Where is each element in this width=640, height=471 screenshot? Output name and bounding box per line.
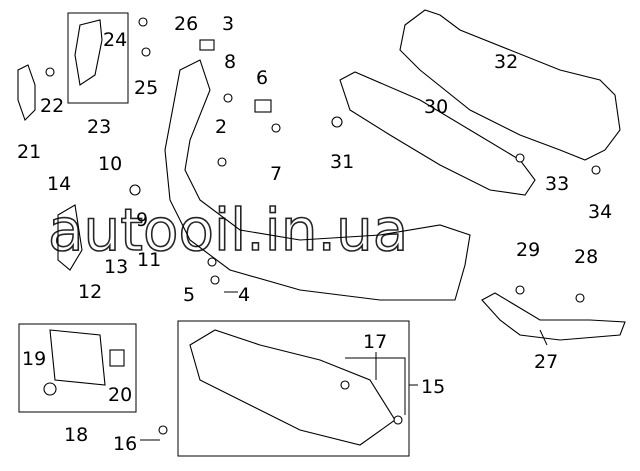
reinforcement-bar (399, 9, 621, 161)
callout-13: 13 (104, 256, 128, 278)
callout-8: 8 (224, 51, 236, 73)
callout-33: 33 (545, 173, 569, 195)
watermark: autooil.in.ua (48, 196, 408, 264)
callout-20: 20 (108, 384, 132, 406)
bumper-cover (164, 59, 471, 301)
bracket-27 (481, 292, 626, 341)
callout-31: 31 (330, 151, 354, 173)
callout-18: 18 (64, 424, 88, 446)
callout-16: 16 (113, 433, 137, 455)
callout-17: 17 (363, 331, 387, 353)
callout-29: 29 (516, 239, 540, 261)
callout-22: 22 (40, 95, 64, 117)
energy-absorber (339, 71, 536, 196)
leader-lines (140, 291, 548, 441)
callout-3: 3 (222, 13, 234, 35)
callout-26: 26 (174, 13, 198, 35)
callout-4: 4 (238, 284, 250, 306)
bracket-12 (57, 204, 83, 271)
callout-15: 15 (421, 376, 445, 398)
bracket-group-box (67, 12, 129, 104)
bracket-group-box-18 (18, 323, 137, 413)
callout-10: 10 (98, 153, 122, 175)
bracket-18 (49, 329, 106, 386)
callout-7: 7 (270, 163, 282, 185)
callout-30: 30 (424, 96, 448, 118)
callout-6: 6 (256, 67, 268, 89)
callout-21: 21 (17, 141, 41, 163)
callout-32: 32 (494, 51, 518, 73)
callout-5: 5 (183, 284, 195, 306)
callout-34: 34 (588, 201, 612, 223)
callout-12: 12 (78, 281, 102, 303)
callout-2: 2 (215, 116, 227, 138)
callout-27: 27 (534, 351, 558, 373)
bracket-23 (74, 19, 103, 86)
callout-9: 9 (136, 209, 148, 231)
fasteners (43, 17, 601, 435)
bracket-21 (17, 64, 36, 122)
undercover-group-box (177, 320, 410, 457)
callout-11: 11 (137, 249, 161, 271)
callout-24: 24 (103, 29, 127, 51)
callout-labels: 26 3 24 8 6 22 25 23 21 2 7 31 30 32 33 … (17, 13, 612, 455)
callout-19: 19 (22, 348, 46, 370)
callout-14: 14 (47, 173, 71, 195)
callout-23: 23 (87, 116, 111, 138)
callout-25: 25 (134, 77, 158, 99)
callout-28: 28 (574, 246, 598, 268)
